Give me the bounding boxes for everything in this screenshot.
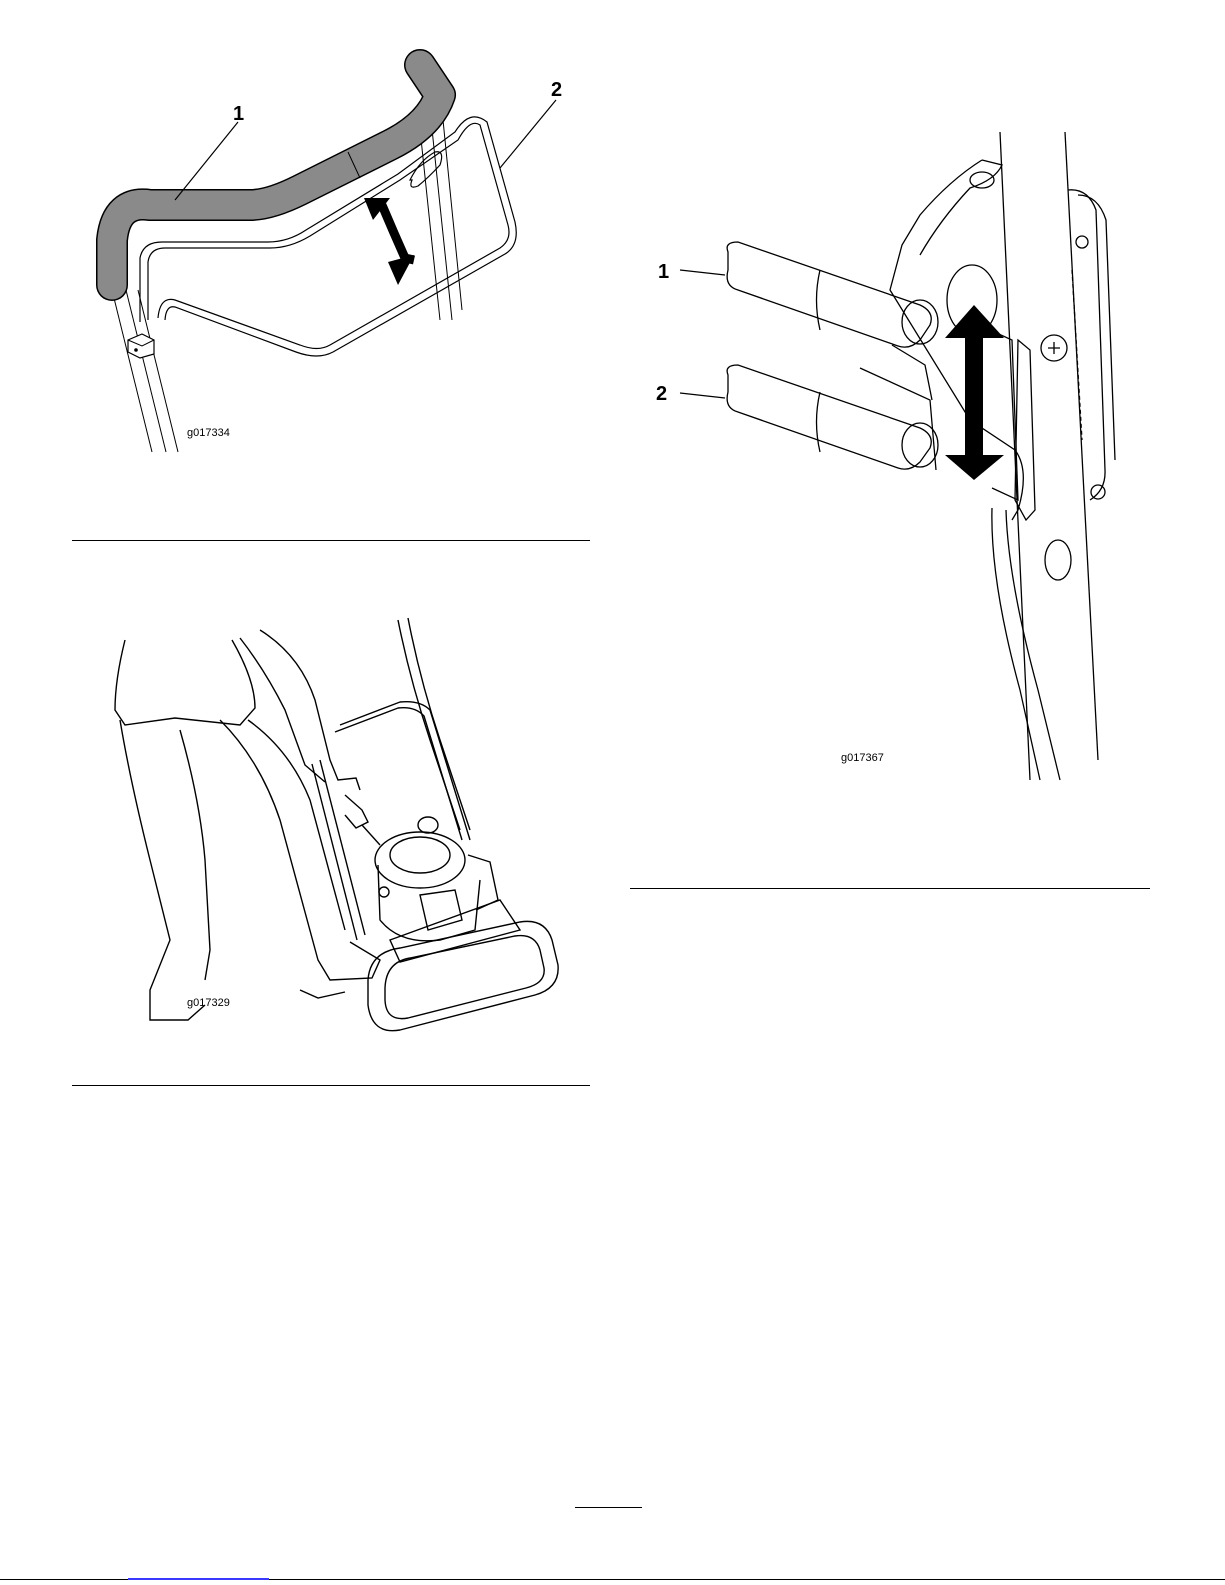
figure-throttle-lever: 1 2 g017367 bbox=[620, 0, 1225, 860]
handle-grip bbox=[112, 65, 440, 285]
figure-operator-pull-start: g017329 bbox=[0, 600, 600, 1060]
figure-divider bbox=[630, 888, 1150, 889]
callout-2: 2 bbox=[656, 384, 667, 404]
callout-2: 2 bbox=[551, 80, 562, 100]
callout-1: 1 bbox=[233, 104, 244, 124]
figure-handle-bail: 1 2 g017334 bbox=[0, 0, 600, 460]
figure-code: g017367 bbox=[841, 753, 884, 764]
page-number-rule bbox=[575, 1507, 642, 1508]
throttle-lever-illustration bbox=[620, 0, 1225, 860]
figure-divider bbox=[72, 540, 590, 541]
callout-1: 1 bbox=[658, 262, 669, 282]
blade-control-bail bbox=[140, 117, 516, 356]
movement-arrow bbox=[364, 198, 414, 285]
figure-code: g017334 bbox=[187, 428, 230, 439]
footer-link-underline[interactable] bbox=[128, 1578, 269, 1580]
figure-code: g017329 bbox=[187, 998, 230, 1009]
figure-divider bbox=[72, 1085, 590, 1086]
lever-movement-arrow bbox=[945, 305, 1004, 480]
operator-illustration bbox=[0, 600, 600, 1060]
handle-bail-illustration bbox=[0, 0, 600, 460]
